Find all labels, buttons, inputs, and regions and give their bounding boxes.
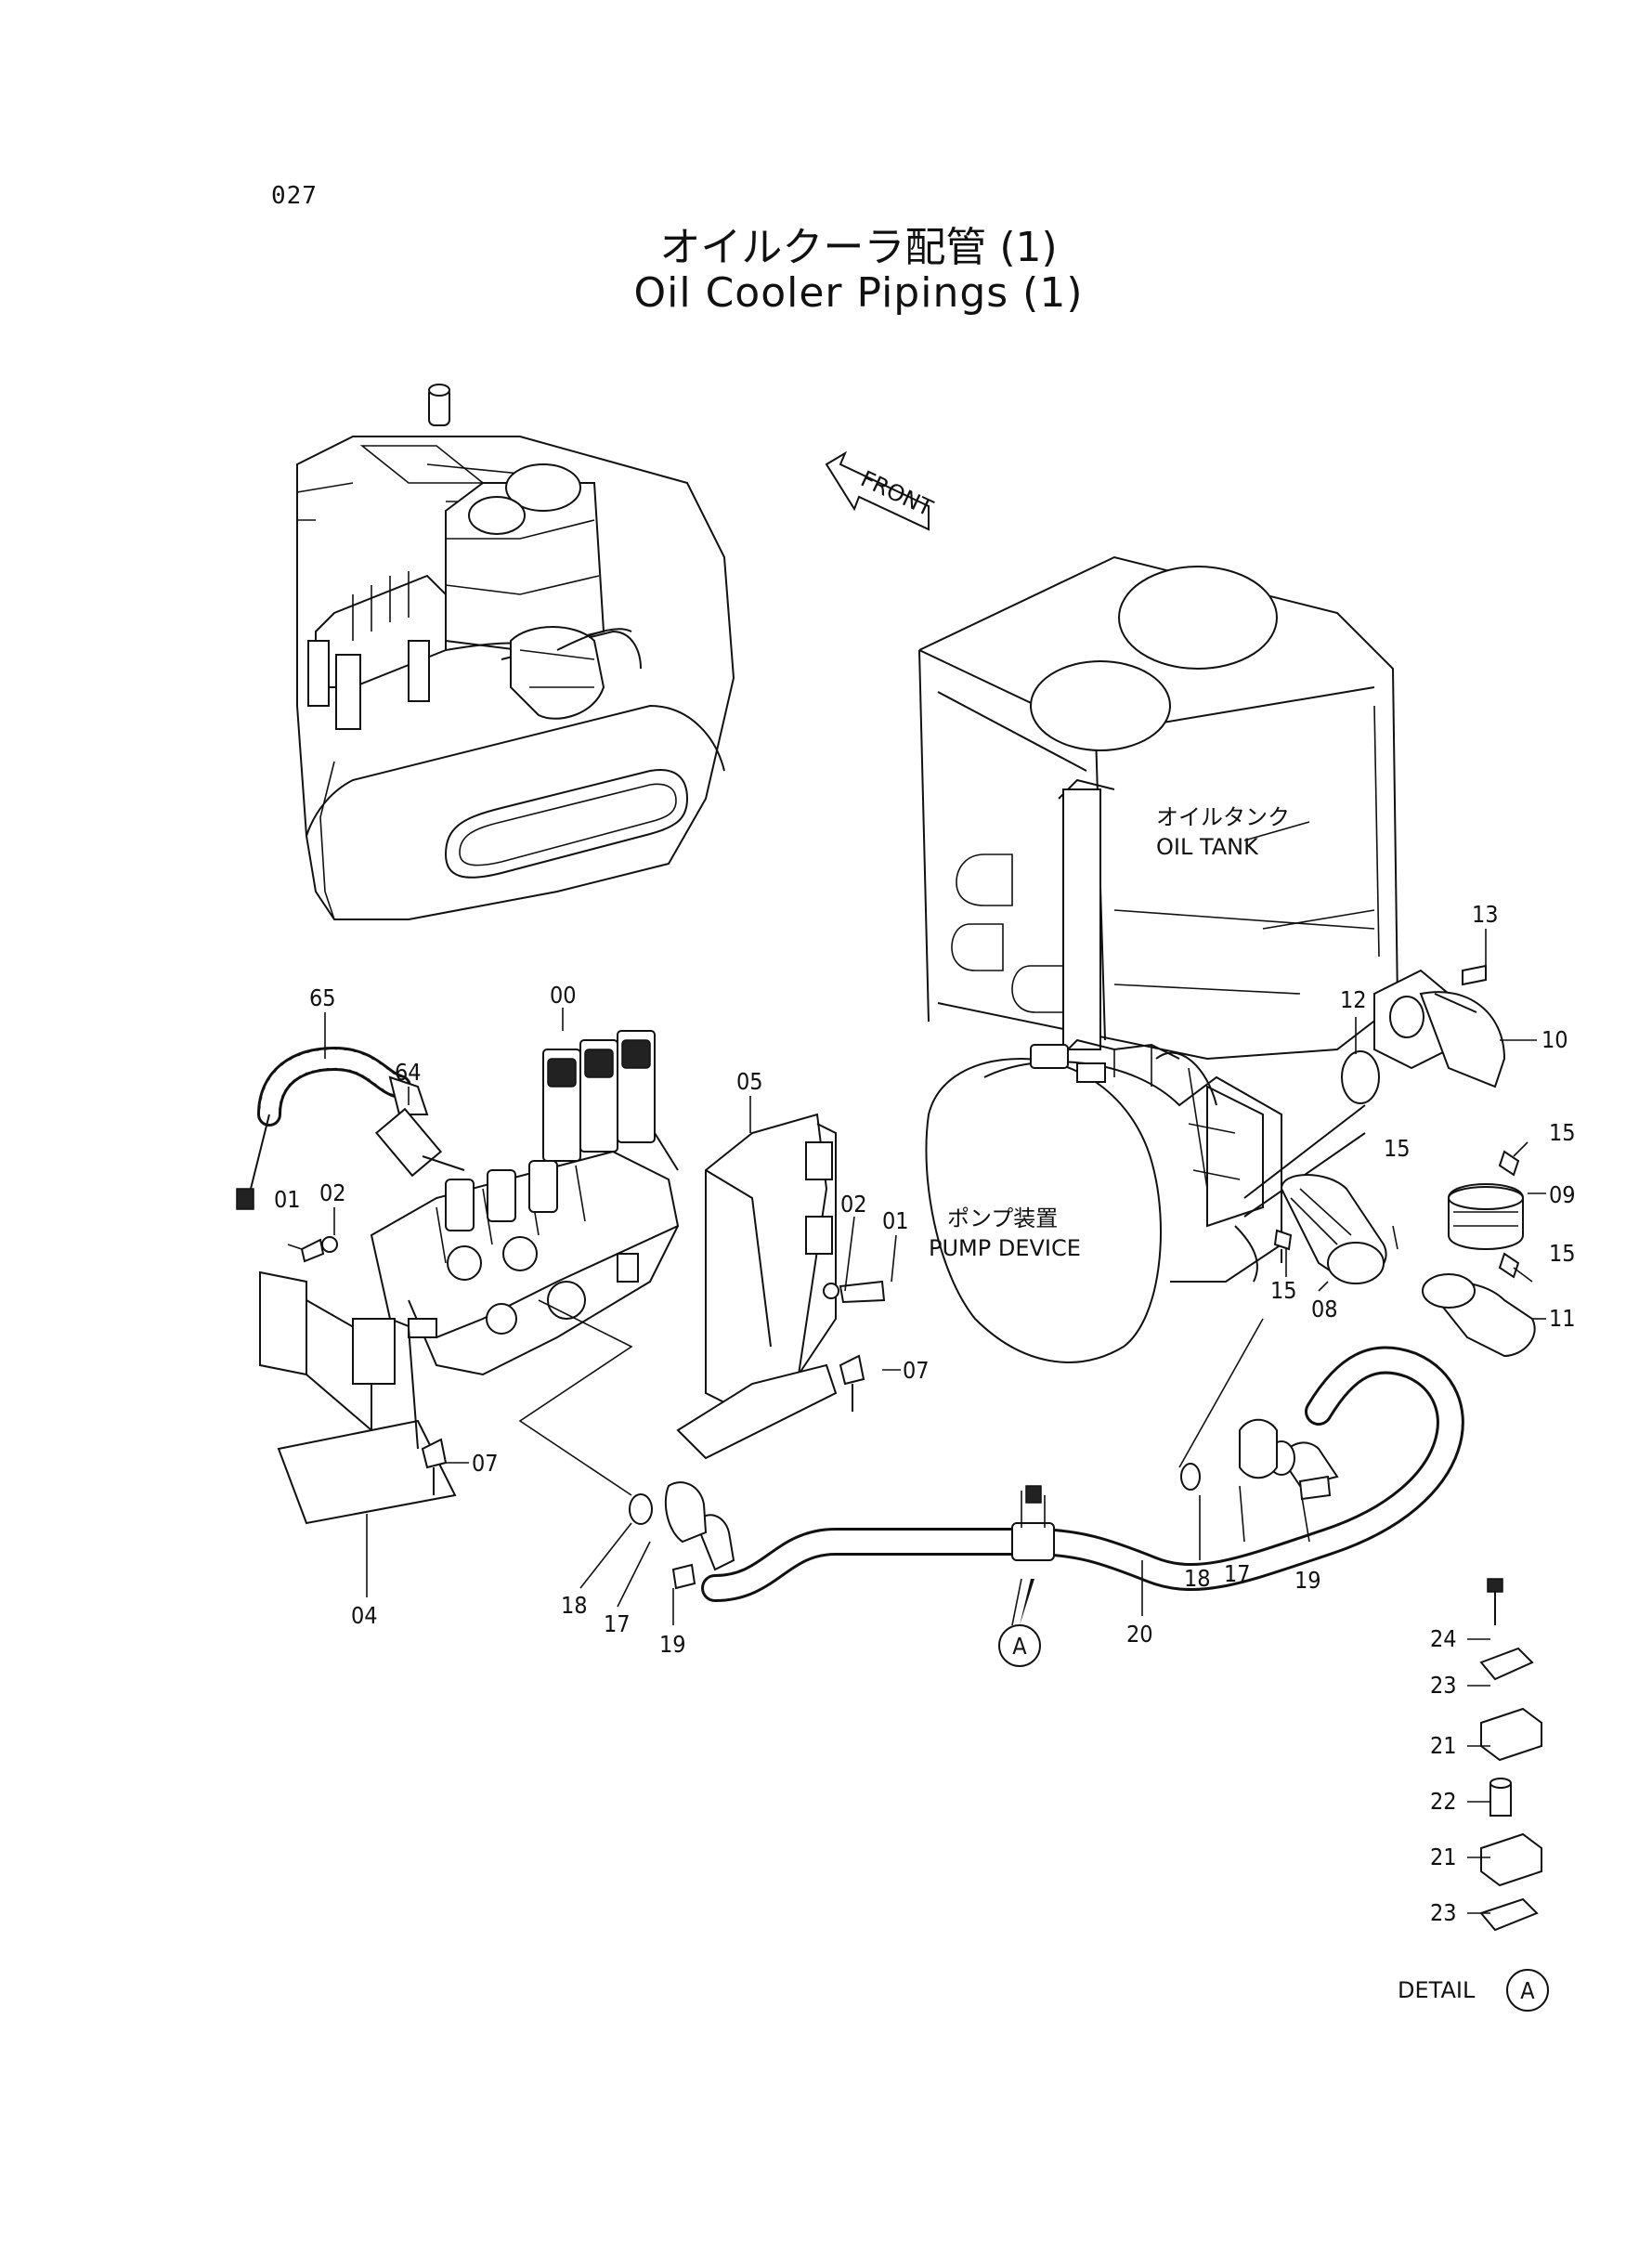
part-label-23-upper: 23 [1430,1672,1457,1699]
part-label-02-right: 02 [840,1191,867,1218]
pump-device-label-en: PUMP DEVICE [929,1235,1081,1261]
part-label-01-right: 01 [882,1207,909,1234]
part-label-19-right: 19 [1294,1567,1321,1594]
part-label-02-left: 02 [319,1179,346,1206]
coupling-parts-illustration [1273,964,1536,1358]
part-label-13: 13 [1472,901,1499,928]
part-label-17-right: 17 [1224,1560,1251,1587]
part-label-12: 12 [1340,986,1367,1013]
part-label-11: 11 [1549,1305,1576,1332]
part-label-05: 05 [736,1068,763,1095]
machine-overview-illustration [296,384,735,920]
oil-tank-label-en: OIL TANK [1156,834,1259,860]
detail-caption-letter: A [1520,1977,1535,2004]
detail-a-caption: DETAIL A [1398,1969,1549,2012]
part-label-10: 10 [1541,1026,1568,1053]
detail-a-marker: A [998,1579,1041,1667]
part-label-07-right: 07 [903,1357,930,1384]
part-label-15-left: 15 [1270,1277,1297,1304]
part-label-08: 08 [1311,1296,1338,1322]
part-label-15-lower-right: 15 [1549,1240,1576,1267]
page-number: 027 [271,182,318,210]
part-label-18-right: 18 [1184,1565,1211,1592]
part-label-20: 20 [1126,1621,1153,1648]
detail-marker-letter: A [1012,1633,1027,1660]
detail-a-illustration [1479,1578,1542,1932]
part-label-00: 00 [550,982,577,1009]
part-label-65: 65 [309,984,336,1011]
part-label-15-upper-right: 15 [1549,1119,1576,1146]
control-valve-illustration [370,1030,680,1376]
part-label-22: 22 [1430,1788,1457,1815]
part-label-23-lower: 23 [1430,1899,1457,1926]
pump-device-label-jp: ポンプ装置 [947,1205,1058,1231]
bracket-05-illustration [676,1113,838,1460]
part-label-19-left: 19 [659,1631,686,1658]
title-english: Oil Cooler Pipings (1) [633,269,1084,317]
leader-lines [287,929,1546,1914]
part-label-04: 04 [351,1602,378,1629]
pump-device-illustration [925,1038,1366,1363]
part-label-09: 09 [1549,1181,1576,1208]
part-label-24: 24 [1430,1625,1457,1652]
bracket-04-illustration [259,1270,457,1525]
fasteners [300,1236,886,1495]
front-arrow-label: FRONT [857,465,937,521]
part-label-21-upper: 21 [1430,1732,1457,1759]
part-label-07-left: 07 [472,1450,499,1477]
part-label-15-center: 15 [1384,1135,1411,1162]
oil-tank-illustration [918,555,1399,1061]
part-label-64: 64 [395,1059,422,1086]
hose-20-illustration [629,1346,1464,1602]
part-label-17-left: 17 [604,1610,631,1637]
part-label-18-left: 18 [561,1592,588,1619]
part-number-labels: 00 65 64 01 02 05 02 01 07 07 04 18 17 1… [274,901,1576,1926]
wire-harness-illustration [236,1046,465,1210]
detail-caption-text: DETAIL [1398,1977,1476,2003]
part-label-21-lower: 21 [1430,1844,1457,1870]
oil-tank-label-jp: オイルタンク [1156,804,1290,830]
part-label-01-left: 01 [274,1186,301,1213]
front-direction-arrow: FRONT [825,450,937,531]
title-japanese: オイルクーラ配管 (1) [659,224,1058,271]
